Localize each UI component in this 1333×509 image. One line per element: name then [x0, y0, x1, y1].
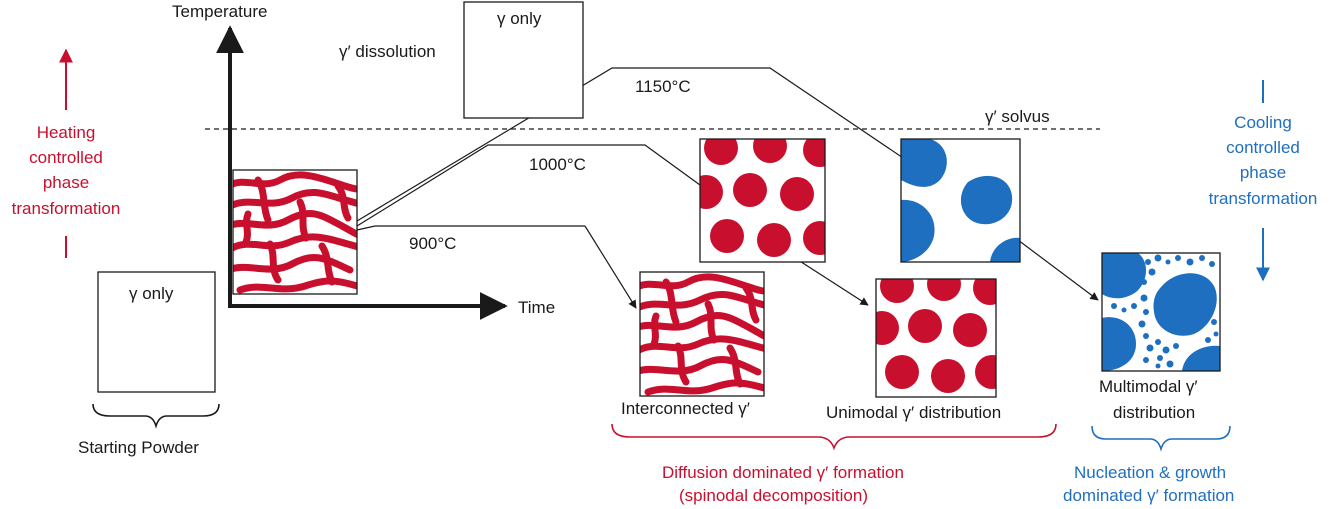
cooling-line4: transformation [1209, 189, 1318, 208]
path-1150 [356, 67, 916, 222]
interconnected-label: Interconnected γ′ [621, 399, 750, 418]
cooling-annotation: Cooling controlled phase transformation [1209, 80, 1318, 282]
path-1000 [356, 144, 701, 227]
temp-1000-label: 1000°C [529, 155, 586, 174]
multimodal-box [1101, 252, 1221, 372]
starting-powder-box: γ only [97, 271, 216, 393]
gamma-only-top-label: γ only [497, 9, 542, 28]
heating-line2: controlled [29, 148, 103, 167]
cooling-line3: phase [1240, 163, 1286, 182]
heating-line4: transformation [12, 199, 121, 218]
path-1000-arrow [794, 257, 869, 306]
heating-line3: phase [43, 173, 89, 192]
heating-annotation: Heating controlled phase transformation [12, 48, 121, 258]
path-900 [356, 225, 585, 231]
spinodal-box-axis [232, 169, 358, 295]
temperature-axis-label: Temperature [172, 2, 267, 21]
diffusion-label-line1: Diffusion dominated γ′ formation [662, 463, 904, 482]
blue-box-1150 [900, 138, 1021, 263]
diffusion-brace [611, 423, 1057, 451]
unimodal-box-1000 [699, 138, 826, 263]
multimodal-label-line1: Multimodal γ′ [1099, 377, 1198, 396]
solvus-label: γ′ solvus [985, 107, 1050, 126]
nucleation-brace [1091, 425, 1231, 452]
path-1150-arrow [1017, 239, 1099, 301]
cooling-line1: Cooling [1234, 113, 1292, 132]
temp-900-label: 900°C [409, 234, 456, 253]
interconnected-box [639, 271, 765, 397]
nucleation-label-line2: dominated γ′ formation [1063, 486, 1234, 505]
multimodal-label-line2: distribution [1113, 403, 1195, 422]
dissolution-label: γ′ dissolution [339, 42, 436, 61]
temperature-axis: Temperature [172, 2, 267, 308]
time-axis-label: Time [518, 298, 555, 317]
unimodal-label: Unimodal γ′ distribution [826, 403, 1001, 422]
path-900-arrow [584, 225, 637, 309]
heating-line1: Heating [37, 123, 96, 142]
time-axis: Time [228, 292, 555, 320]
cooling-line2: controlled [1226, 138, 1300, 157]
starting-powder-brace [92, 403, 220, 429]
nucleation-label-line1: Nucleation & growth [1074, 463, 1226, 482]
diffusion-label-line2: (spinodal decomposition) [679, 486, 868, 505]
gamma-only-powder-label: γ only [129, 284, 174, 303]
unimodal-distribution-box [875, 278, 997, 398]
heat-treatment-paths [356, 67, 1099, 309]
temp-1150-label: 1150°C [635, 77, 691, 96]
starting-powder-label: Starting Powder [78, 438, 199, 457]
gamma-only-box-top: γ only [463, 1, 584, 119]
